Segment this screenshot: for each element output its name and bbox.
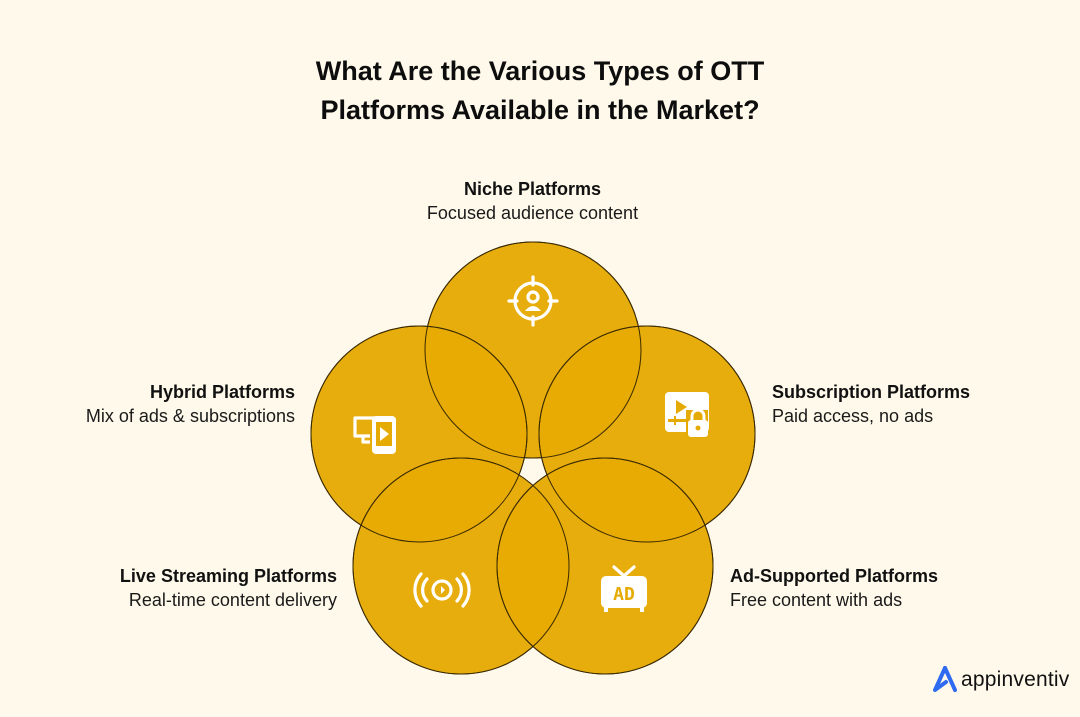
label-ad-supported: Ad-Supported Platforms Free content with… (730, 564, 1030, 612)
label-niche: Niche Platforms Focused audience content (380, 177, 685, 225)
label-live: Live Streaming Platforms Real-time conte… (40, 564, 337, 612)
logo-text: appinventiv (961, 668, 1070, 691)
ad-tv-icon: AD (601, 565, 647, 612)
page-title: What Are the Various Types of OTT Platfo… (0, 52, 1080, 130)
hybrid-title: Hybrid Platforms (149, 382, 295, 402)
devices-play-icon (353, 416, 396, 454)
subscription-description: Paid access, no ads (772, 406, 934, 426)
niche-description: Focused audience content (426, 203, 639, 223)
ad-description: Free content with ads (730, 590, 903, 610)
circle-ad (496, 457, 714, 675)
live-broadcast-icon (413, 572, 471, 608)
live-title: Live Streaming Platforms (119, 566, 337, 586)
label-hybrid: Hybrid Platforms Mix of ads & subscripti… (20, 380, 295, 428)
hybrid-description: Mix of ads & subscriptions (85, 406, 295, 426)
niche-title: Niche Platforms (463, 179, 602, 199)
appinventiv-logo-icon (933, 666, 957, 692)
target-user-icon (507, 275, 559, 327)
brand-logo: appinventiv (932, 666, 1069, 694)
ad-title: Ad-Supported Platforms (730, 566, 939, 586)
label-subscription: Subscription Platforms Paid access, no a… (772, 380, 1072, 428)
video-lock-icon (665, 392, 709, 438)
title-line-1: What Are the Various Types of OTT (315, 56, 765, 86)
subscription-title: Subscription Platforms (772, 382, 971, 402)
live-description: Real-time content delivery (128, 590, 337, 610)
title-line-2: Platforms Available in the Market? (320, 95, 760, 125)
svg-text:AD: AD (613, 584, 635, 605)
